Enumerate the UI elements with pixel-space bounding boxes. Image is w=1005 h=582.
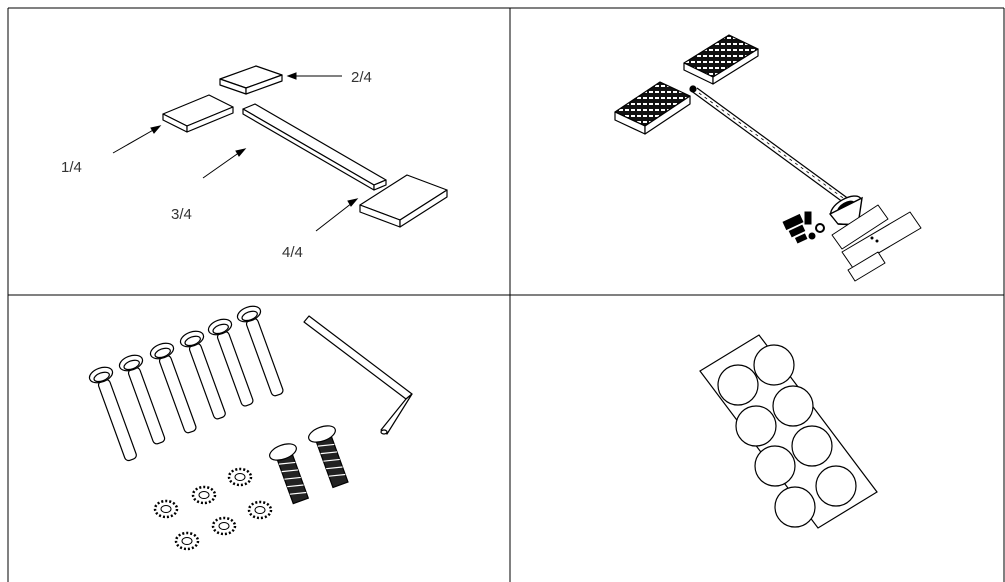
part-pad-2 <box>219 65 283 95</box>
felt-pads <box>717 344 857 528</box>
part-pad-4 <box>359 174 448 228</box>
part-bar-3 <box>242 103 387 191</box>
lock-washers <box>153 467 273 551</box>
lock-washer-holes <box>160 473 266 545</box>
bracket-plate-right <box>683 34 759 85</box>
small-hardware <box>782 211 825 244</box>
bracket-plate-left <box>614 81 691 135</box>
hex-key <box>303 315 413 435</box>
callout-arrows <box>112 72 359 232</box>
template-sheet <box>831 204 922 282</box>
part-pad-1 <box>162 94 234 133</box>
part-label-4: 4/4 <box>282 244 303 261</box>
mounting-rail <box>689 85 858 209</box>
panel-grid <box>7 7 1005 582</box>
part-label-3: 3/4 <box>171 206 192 223</box>
part-label-1: 1/4 <box>61 159 82 176</box>
part-label-2: 2/4 <box>351 69 372 86</box>
short-screws <box>269 425 349 505</box>
long-bolts <box>88 305 284 462</box>
